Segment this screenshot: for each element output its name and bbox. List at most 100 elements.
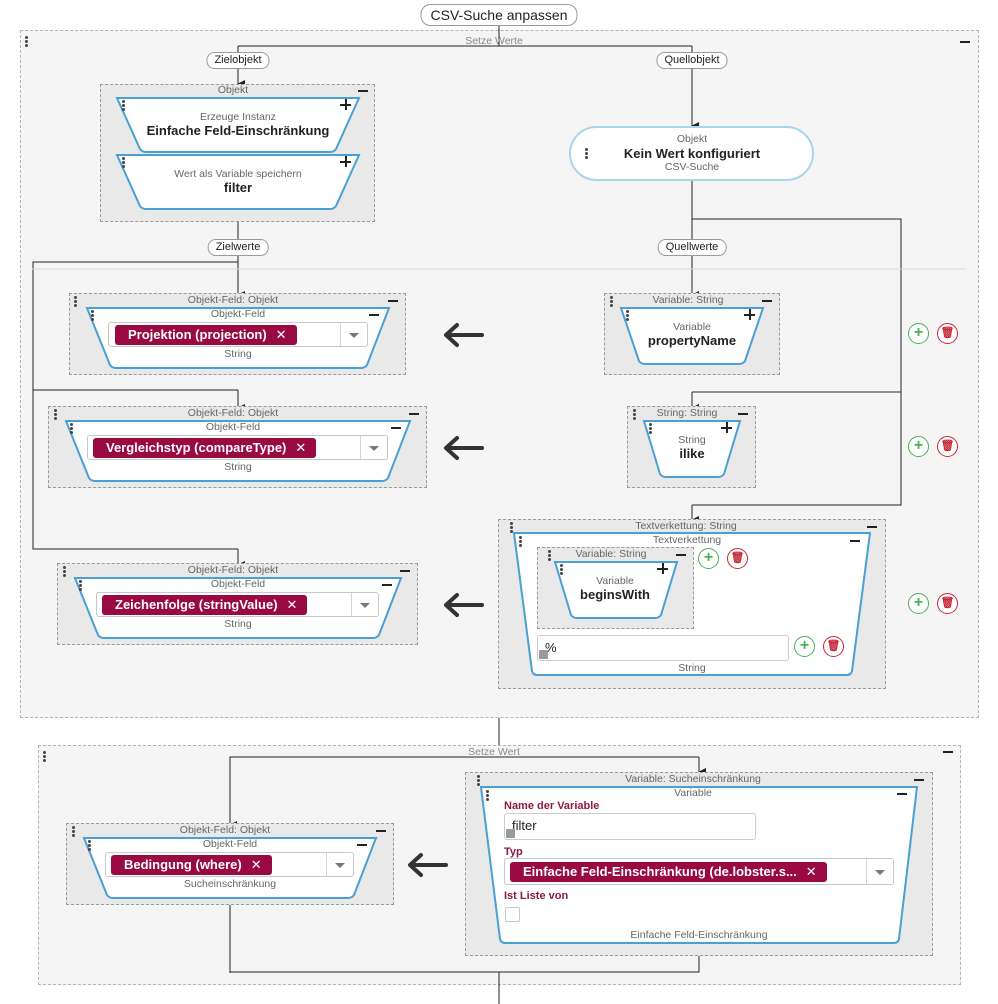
field-type: String — [224, 348, 252, 360]
field-chip[interactable]: Zeichenfolge (stringValue)✕ — [102, 595, 308, 615]
collapse-icon[interactable] — [738, 413, 748, 415]
collapse-icon[interactable] — [914, 779, 924, 781]
trash-icon[interactable]: 🗑 — [937, 323, 958, 344]
source-object-type: CSV-Suche — [664, 161, 720, 173]
instance-label: Erzeuge Instanz — [200, 111, 276, 123]
plus-icon[interactable] — [340, 99, 351, 110]
source-object-pill: Quellobjekt — [656, 52, 728, 69]
add-circle-icon[interactable]: + — [908, 593, 929, 614]
chevron-down-icon[interactable] — [866, 859, 893, 884]
remove-x-icon[interactable]: ✕ — [275, 327, 287, 342]
chevron-down-icon[interactable] — [340, 323, 367, 346]
plus-icon[interactable] — [657, 563, 668, 574]
collapse-icon[interactable] — [358, 90, 368, 92]
collapse-icon[interactable] — [388, 300, 398, 302]
source-object-label: Objekt — [676, 133, 708, 145]
collapse-icon[interactable] — [400, 570, 410, 572]
collapse-icon[interactable] — [357, 844, 367, 846]
create-instance-node[interactable] — [114, 95, 362, 155]
concat-label: Textverkettung — [652, 534, 722, 546]
where-chip[interactable]: Bedingung (where)✕ — [111, 855, 272, 875]
add-circle-icon[interactable]: + — [794, 636, 815, 657]
set-values-header: Setze Werte — [465, 35, 523, 47]
collapse-icon[interactable] — [391, 427, 401, 429]
string-label: String — [678, 434, 706, 446]
object-field-box-label: Objekt-Feld: Objekt — [187, 294, 279, 306]
variable-label: Variable — [673, 321, 711, 333]
string-box-label: String: String — [656, 407, 718, 419]
plus-icon[interactable] — [744, 309, 755, 320]
variable-node-1[interactable] — [618, 305, 766, 367]
trash-icon[interactable]: 🗑 — [823, 636, 844, 657]
collapse-icon[interactable] — [897, 793, 907, 795]
variable-name-label: Name der Variable — [504, 800, 600, 812]
chevron-down-icon[interactable] — [326, 853, 353, 876]
target-object-box-label: Objekt — [217, 84, 249, 96]
search-variable-box-label: Variable: Sucheinschränkung — [625, 773, 761, 785]
collapse-icon[interactable] — [409, 413, 419, 415]
collapse-icon[interactable] — [369, 314, 379, 316]
variable-name-input[interactable]: filter — [504, 813, 756, 840]
collapse-icon[interactable] — [676, 554, 686, 556]
remove-x-icon[interactable]: ✕ — [286, 597, 298, 612]
set-value-header: Setze Wert — [468, 746, 520, 758]
list-of-label: Ist Liste von — [504, 890, 569, 902]
collapse-icon[interactable] — [382, 584, 392, 586]
remove-x-icon[interactable]: ✕ — [805, 864, 817, 879]
search-variable-label: Variable — [674, 787, 712, 799]
field-type: String — [224, 618, 252, 630]
arrow-left-icon — [444, 323, 484, 347]
add-circle-icon[interactable]: + — [908, 436, 929, 457]
store-variable-label: Wert als Variable speichern — [174, 168, 302, 180]
field-type: String — [224, 461, 252, 473]
plus-icon[interactable] — [721, 422, 732, 433]
target-values-pill: Zielwerte — [207, 239, 269, 256]
collapse-icon[interactable] — [762, 300, 772, 302]
where-field-label: Objekt-Feld — [202, 838, 258, 850]
collapse-icon[interactable] — [376, 830, 386, 832]
object-field-label: Objekt-Feld — [210, 578, 266, 590]
instance-value: Einfache Feld-Einschränkung — [146, 123, 330, 138]
chevron-down-icon[interactable] — [351, 593, 378, 616]
field-chip[interactable]: Projektion (projection)✕ — [115, 325, 297, 345]
page-title[interactable]: CSV-Suche anpassen — [420, 4, 578, 26]
store-variable-value: filter — [223, 180, 253, 195]
collapse-icon[interactable] — [960, 41, 970, 43]
variable-box-label: Variable: String — [652, 294, 724, 306]
arrow-left-icon — [408, 853, 448, 877]
where-type: Sucheinschränkung — [183, 878, 277, 890]
source-object-node[interactable] — [569, 126, 814, 181]
plus-icon[interactable] — [340, 156, 351, 167]
concat-type: String — [678, 662, 706, 674]
object-field-box-label: Objekt-Feld: Objekt — [187, 564, 279, 576]
concat-box-label: Textverkettung: String — [635, 520, 737, 532]
source-object-value: Kein Wert konfiguriert — [623, 146, 761, 161]
concat-text-field[interactable]: % — [537, 635, 789, 661]
target-object-pill: Zielobjekt — [206, 52, 270, 69]
add-circle-icon[interactable]: + — [698, 548, 719, 569]
trash-icon[interactable]: 🗑 — [937, 436, 958, 457]
string-value: ilike — [679, 446, 705, 461]
arrow-left-icon — [444, 593, 484, 617]
collapse-icon[interactable] — [867, 526, 877, 528]
collapse-icon[interactable] — [850, 540, 860, 542]
add-circle-icon[interactable]: + — [908, 323, 929, 344]
chevron-down-icon[interactable] — [360, 436, 387, 459]
concat-variable-node[interactable] — [552, 559, 680, 621]
resize-icon[interactable] — [506, 829, 515, 838]
collapse-icon[interactable] — [943, 751, 953, 753]
remove-x-icon[interactable]: ✕ — [250, 857, 262, 872]
where-field-box-label: Objekt-Feld: Objekt — [179, 824, 271, 836]
string-node[interactable] — [641, 418, 743, 480]
store-variable-node[interactable] — [114, 152, 362, 212]
list-of-checkbox[interactable] — [505, 907, 520, 922]
remove-x-icon[interactable]: ✕ — [295, 440, 307, 455]
object-field-box-label: Objekt-Feld: Objekt — [187, 407, 279, 419]
resize-icon[interactable] — [539, 650, 548, 659]
trash-icon[interactable]: 🗑 — [937, 593, 958, 614]
object-field-label: Objekt-Feld — [210, 308, 266, 320]
field-chip[interactable]: Vergleichstyp (compareType)✕ — [93, 438, 317, 458]
trash-icon[interactable]: 🗑 — [727, 548, 748, 569]
type-chip[interactable]: Einfache Feld-Einschränkung (de.lobster.… — [510, 862, 827, 882]
concat-variable-label: Variable — [596, 575, 634, 587]
